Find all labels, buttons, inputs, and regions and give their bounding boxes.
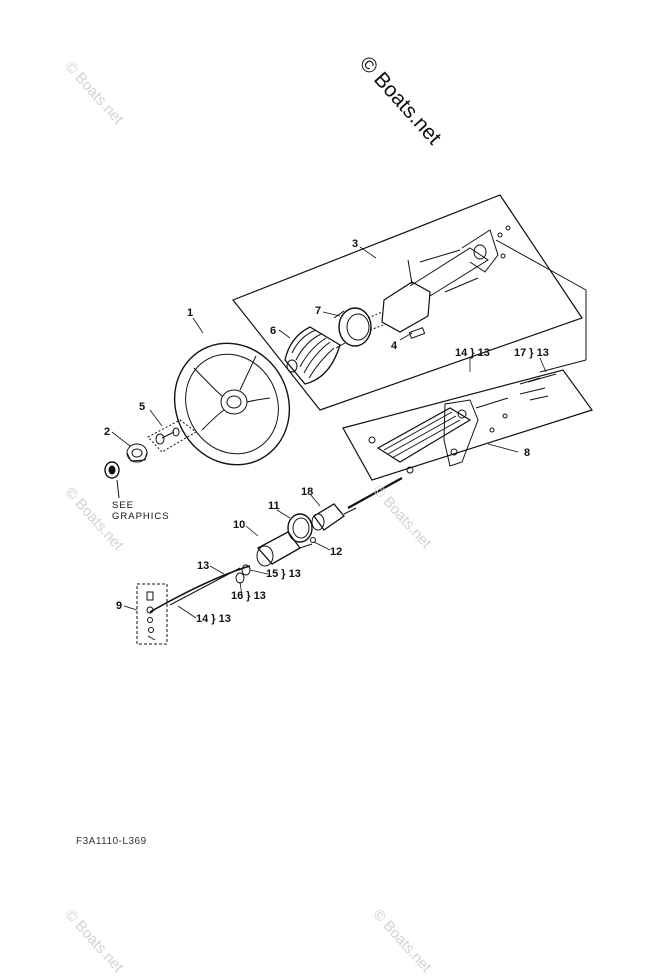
wheel-hardware (155, 427, 180, 445)
callout-16-13: 16 } 13 (231, 590, 266, 602)
callout-15-13: 15 } 13 (266, 568, 301, 580)
leader-lines (111, 246, 547, 619)
center-cap (104, 461, 120, 499)
see-graphics-note: SEE GRAPHICS (112, 500, 170, 522)
callout-13: 13 (197, 560, 210, 572)
group-box-3 (232, 194, 583, 411)
callout-7: 7 (315, 305, 322, 317)
see-graphics-line-1: SEE (112, 500, 135, 511)
parts-diagram (104, 194, 593, 645)
callout-12: 12 (330, 546, 343, 558)
helm-unit (367, 225, 587, 373)
bezel-ring (333, 307, 372, 349)
callout-11: 11 (268, 500, 280, 512)
steering-cable (149, 477, 403, 613)
group-box-9 (136, 583, 168, 645)
clamp-ring (287, 513, 316, 543)
callout-2: 2 (104, 426, 111, 438)
callout-14-13-top: 14 } 13 (455, 347, 490, 359)
cable-end-hardware (146, 591, 156, 641)
group-box-8 (342, 369, 593, 481)
steering-wheel (173, 342, 291, 466)
wheel-nut (126, 443, 148, 463)
bellows-boot (284, 326, 341, 385)
drawing-code: F3A1110-L369 (76, 836, 147, 847)
callout-10: 10 (233, 519, 246, 531)
callout-3: 3 (352, 238, 359, 250)
callout-4: 4 (391, 340, 398, 352)
callout-9: 9 (116, 600, 123, 612)
callout-17-13: 17 } 13 (514, 347, 549, 359)
group-box-5 (147, 419, 197, 453)
see-graphics-line-2: GRAPHICS (112, 511, 170, 522)
callout-8: 8 (524, 447, 531, 459)
tilt-bracket (368, 373, 557, 474)
callout-18: 18 (301, 486, 314, 498)
cable-boot (256, 531, 313, 567)
cable-adapter (311, 503, 357, 531)
callout-5: 5 (139, 401, 146, 413)
callout-14-13-bottom: 14 } 13 (196, 613, 231, 625)
callout-1: 1 (187, 307, 194, 319)
callout-6: 6 (270, 325, 277, 337)
